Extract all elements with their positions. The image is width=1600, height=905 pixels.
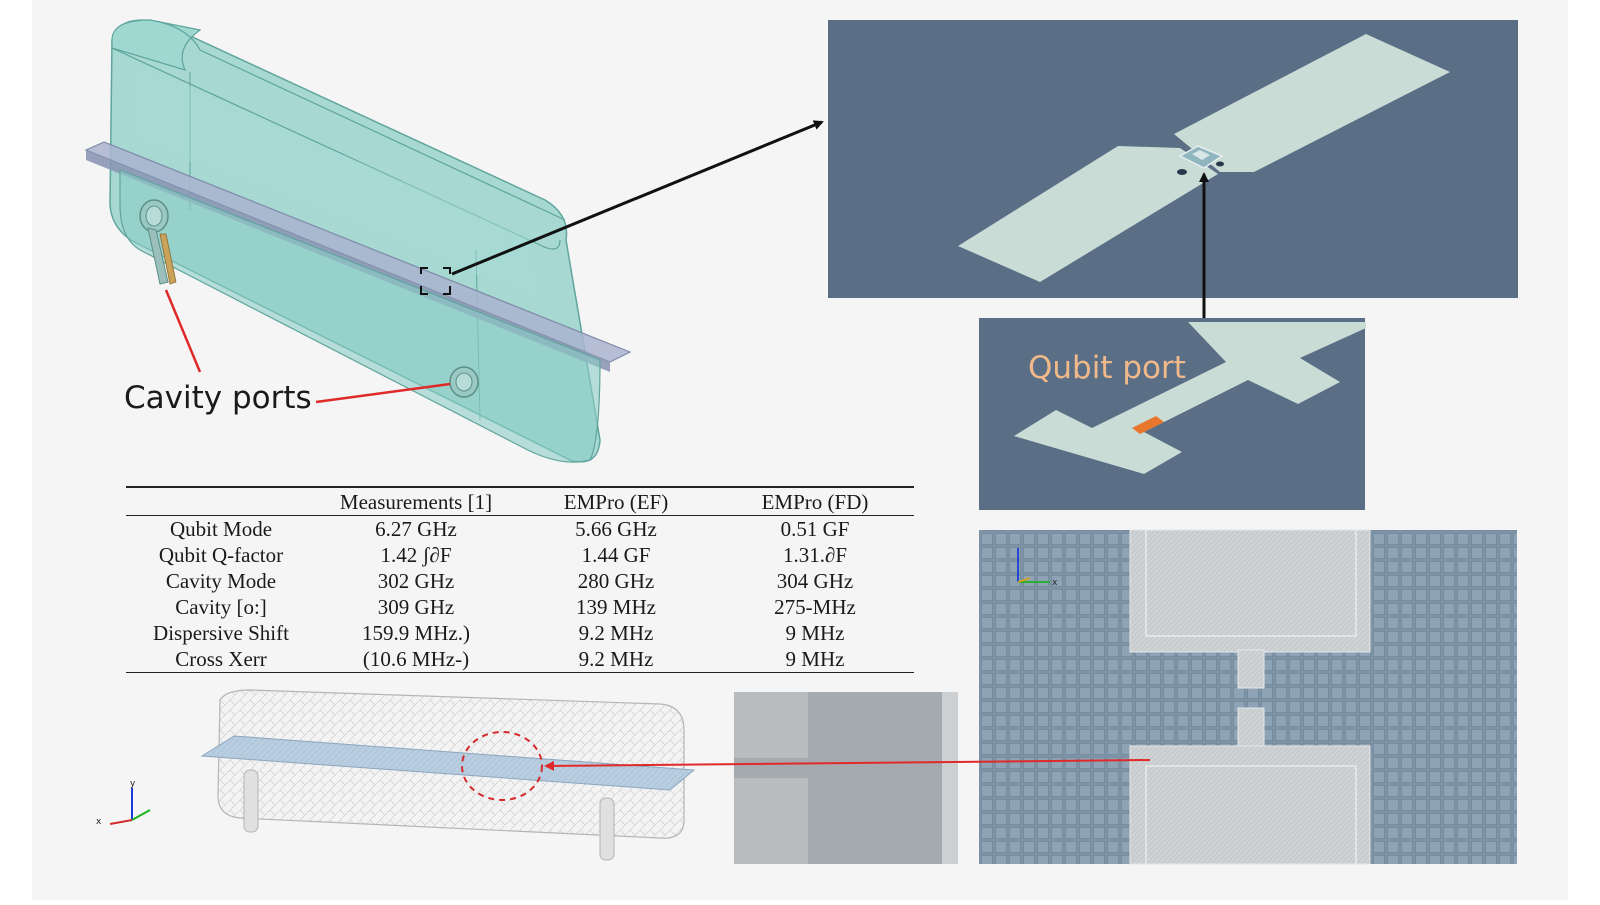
qubit-port-source	[1132, 416, 1164, 434]
table-row: Dispersive Shift 159.9 MHz.) 9.2 MHz 9 M…	[126, 620, 914, 646]
qubit-pad-left	[958, 146, 1218, 282]
mesh-axis-x-label: x	[1052, 578, 1058, 588]
table-cell: 5.66 GHz	[575, 517, 657, 541]
results-table: Measurements [1] EMPro (EF) EMPro (FD) Q…	[126, 486, 914, 673]
meshed-port-right	[599, 797, 615, 861]
mesh-lead-bottom	[1237, 707, 1265, 749]
row-label: Qubit Q-factor	[158, 543, 284, 567]
qubit-port-label: Qubit port	[1028, 350, 1186, 386]
table-cell: 9.2 MHz	[578, 621, 654, 645]
table-cell: 1.42 ʃ∂F	[380, 543, 452, 567]
junction-block	[1177, 145, 1224, 175]
cavity-port-pointer-right	[315, 382, 451, 404]
table-cell: 280 GHz	[577, 569, 655, 593]
table-header-row: Measurements [1] EMPro (EF) EMPro (FD)	[126, 486, 914, 516]
row-label: Cavity [o:]	[175, 595, 267, 619]
table-cell: 309 GHz	[377, 595, 455, 619]
table-row: Qubit Mode 6.27 GHz 5.66 GHz 0.51 GF	[126, 516, 914, 543]
mesh-pad-top	[1129, 529, 1371, 653]
cavity-inner	[130, 60, 540, 300]
table-cell: 304 GHz	[776, 569, 854, 593]
table-cell: 139 MHz	[576, 595, 656, 619]
zoom-circle	[461, 731, 543, 801]
mesh-lead-top	[1237, 649, 1265, 689]
table-header-cell: EMPro (FD)	[716, 486, 914, 516]
mesh-panel: x	[979, 529, 1517, 865]
cavity-model	[84, 19, 632, 463]
table-cell: 1.31.∂F	[782, 543, 848, 567]
table-row: Cross Xerr (10.6 MHz-) 9.2 MHz 9 MHz	[126, 646, 914, 673]
cavity-ports-label: Cavity ports	[124, 380, 312, 416]
table-cell: 9.2 MHz	[516, 646, 716, 673]
cavity-port-pointer-left	[164, 289, 202, 373]
qubit-pad-right	[1174, 34, 1450, 172]
cavity-port-left	[139, 199, 177, 285]
table-cell: (10.6 MHz-)	[316, 646, 516, 673]
zoom-arrow-red	[544, 759, 1151, 771]
table-row: Cavity [o:] 309 GHz 139 MHz 275-MHz	[126, 594, 914, 620]
table-cell: 159.9 MHz.)	[362, 621, 470, 645]
cavity-port-right	[449, 366, 479, 398]
meshed-cavity: y x	[96, 689, 696, 861]
cavity-top-rim	[111, 19, 202, 71]
cavity-axis-y-label: y	[130, 779, 136, 789]
qubit-location-marker	[420, 267, 451, 295]
meshed-substrate	[200, 735, 696, 791]
table-cell: 9 MHz	[716, 646, 914, 673]
qubit-port-panel	[979, 318, 1366, 510]
table-cell: 0.51 GF	[780, 517, 850, 541]
row-label: Qubit Mode	[169, 517, 273, 541]
table-cell: 1.44 GF	[581, 543, 651, 567]
table-cell: 6.27 GHz	[375, 517, 457, 541]
cavity-axes-triad: y x	[96, 779, 151, 827]
mesh-axes-triad: x	[1017, 548, 1058, 588]
cavity-axis-x-label: x	[96, 817, 102, 827]
mesh-closeup-panel	[734, 692, 958, 864]
table-header-cell: Measurements [1]	[316, 486, 516, 516]
table-cell: 275-MHz	[774, 595, 856, 619]
row-label: Dispersive Shift	[153, 621, 289, 645]
row-label: Cross Xerr	[126, 646, 316, 673]
table-cell: 302 GHz	[377, 569, 455, 593]
meshed-port-left	[243, 769, 259, 833]
chip-panel	[828, 20, 1518, 298]
table-row: Qubit Q-factor 1.42 ʃ∂F 1.44 GF 1.31.∂F	[126, 542, 914, 568]
table-header-cell	[126, 486, 316, 516]
qubit-port-pads	[1014, 322, 1366, 474]
mesh-pad-bottom	[1129, 745, 1371, 865]
table-header-cell: EMPro (EF)	[516, 486, 716, 516]
mesh-closeup-dense	[808, 692, 942, 864]
row-label: Cavity Mode	[165, 569, 277, 593]
zoom-arrow-to-chip	[451, 120, 824, 276]
table-cell: 9 MHz	[785, 621, 845, 645]
table-row: Cavity Mode 302 GHz 280 GHz 304 GHz	[126, 568, 914, 594]
